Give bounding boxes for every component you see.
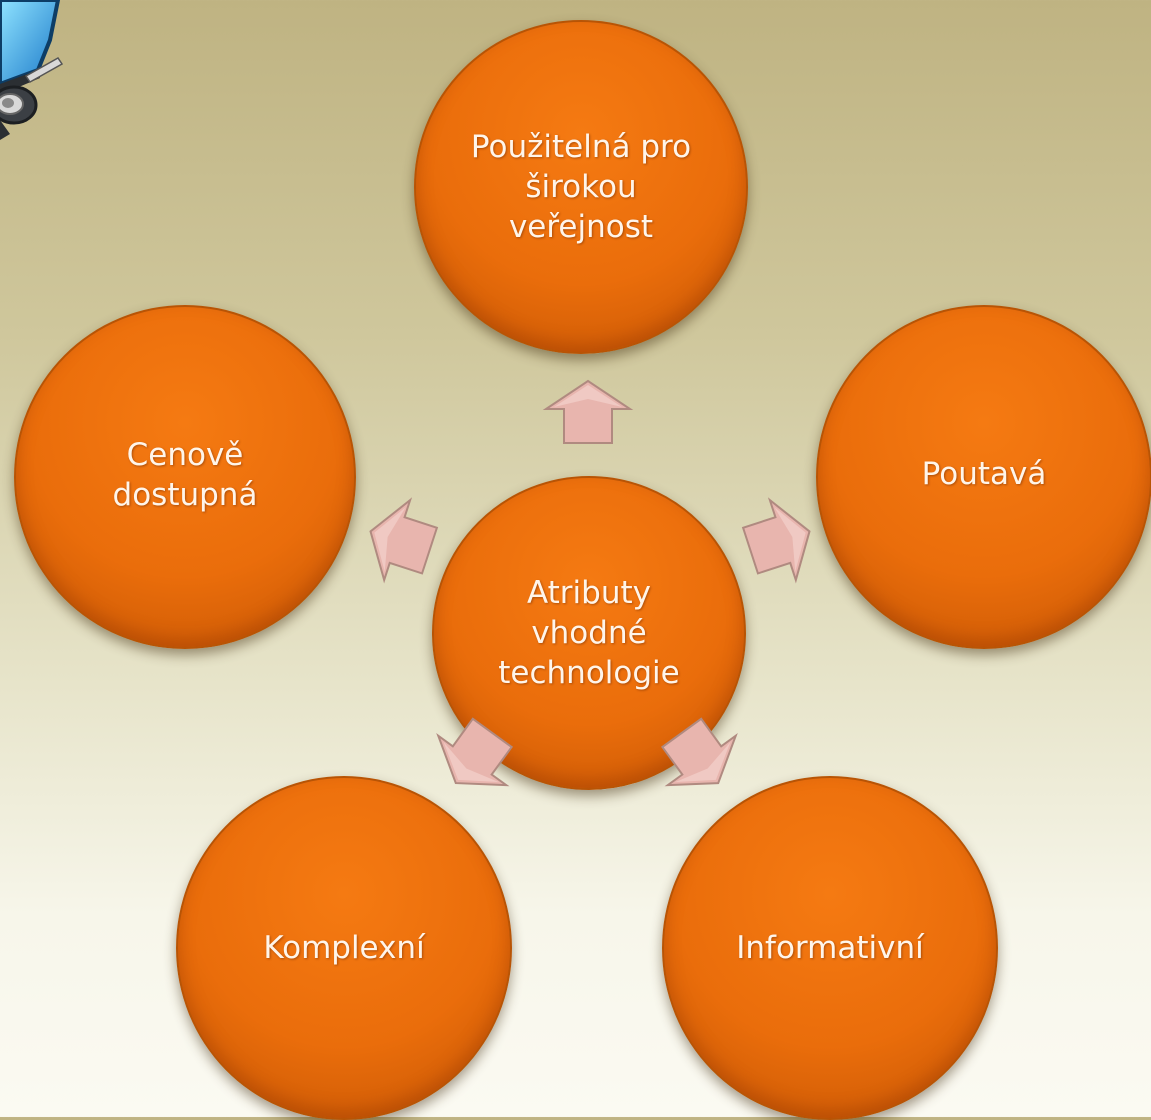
node-right-label: Poutavá <box>921 456 1047 492</box>
node-left-label: Cenově dostupná <box>112 437 258 513</box>
node-top-label: Použitelná pro širokou veřejnost <box>470 129 692 245</box>
node-bottom-left: Komplexní <box>176 776 512 1120</box>
node-top: Použitelná pro širokou veřejnost <box>414 20 748 354</box>
arrow-to-right <box>735 489 825 593</box>
node-bottom-left-label: Komplexní <box>263 930 425 966</box>
arrow-to-bottom-right <box>645 705 755 810</box>
node-center-label: Atributy vhodné technologie <box>498 575 680 691</box>
arrow-to-top <box>542 379 634 445</box>
node-left: Cenově dostupná <box>14 305 356 649</box>
node-right: Poutavá <box>816 305 1151 649</box>
node-bottom-right: Informativní <box>662 776 998 1120</box>
node-bottom-right-label: Informativní <box>736 930 924 966</box>
monitor-logo-icon <box>0 0 80 150</box>
arrow-to-left <box>355 489 445 593</box>
arrow-to-bottom-left <box>419 705 529 810</box>
